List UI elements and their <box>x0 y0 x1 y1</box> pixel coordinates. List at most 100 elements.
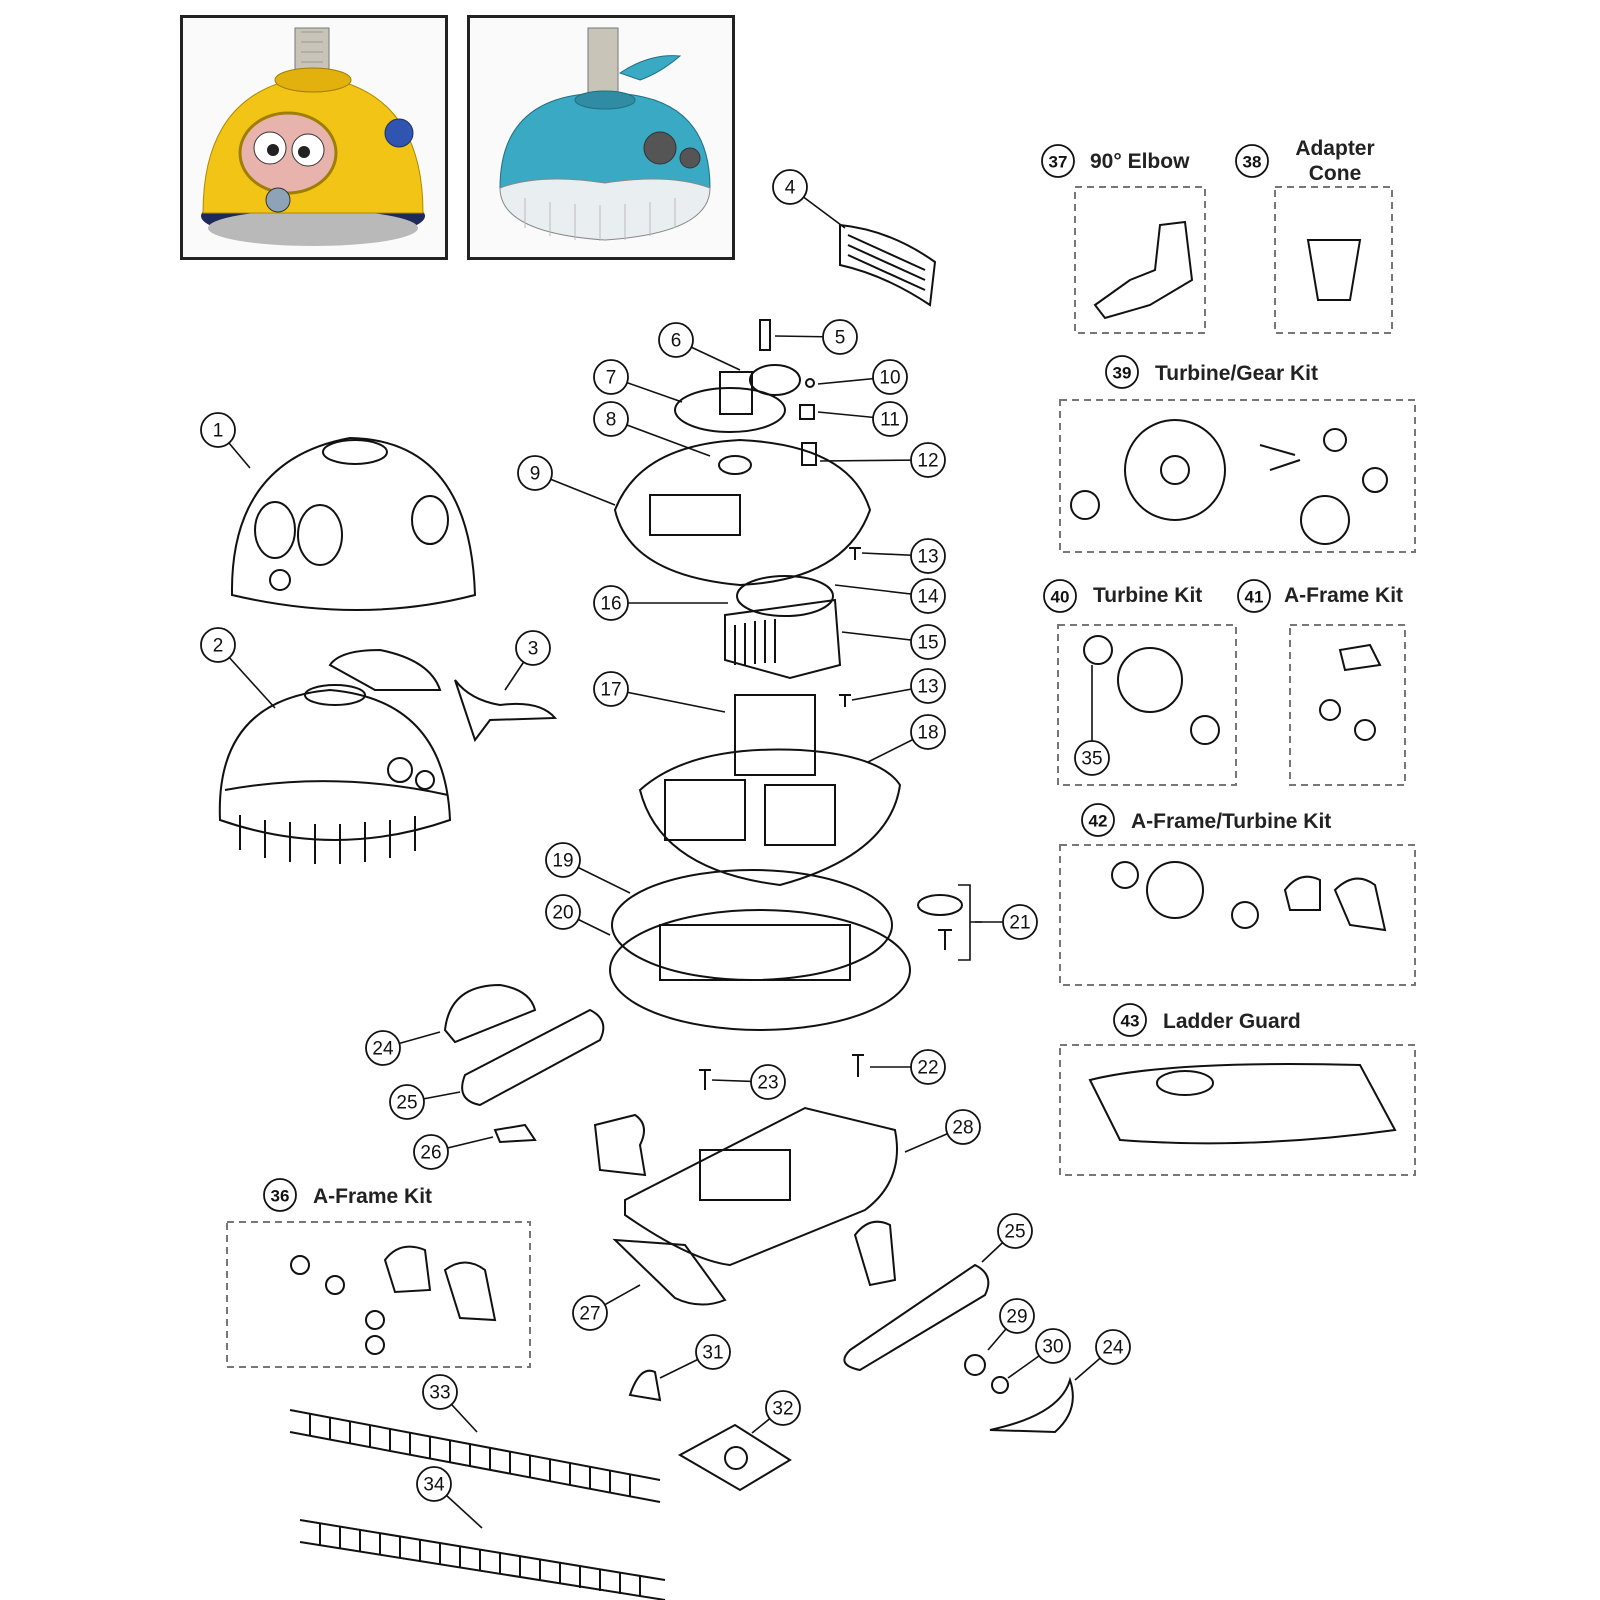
callout-circle <box>695 1334 731 1370</box>
screw-part-22 <box>852 1054 864 1077</box>
float-part-31 <box>628 1369 662 1402</box>
callout-24b: 24 <box>1095 1329 1131 1365</box>
callout-34: 34 <box>416 1466 452 1502</box>
kit-number-circle <box>1113 1003 1147 1037</box>
callout-circle <box>910 442 946 478</box>
wheel-part-21 <box>917 894 963 916</box>
callout-circle <box>750 1064 786 1100</box>
callout-number: 23 <box>757 1073 778 1094</box>
turbine-kit-icon <box>1117 647 1183 713</box>
callout-circle <box>945 1109 981 1145</box>
callout-17: 17 <box>593 671 629 707</box>
kit-number-41: 41 <box>1237 579 1271 613</box>
callout-circle <box>545 894 581 930</box>
callout-number: 32 <box>772 1399 793 1420</box>
callout-5: 5 <box>822 319 858 355</box>
kit-43-title: Ladder Guard <box>1163 1010 1301 1033</box>
callout-28: 28 <box>945 1109 981 1145</box>
callout-14: 14 <box>910 578 946 614</box>
callout-18: 18 <box>910 714 946 750</box>
callout-number: 13 <box>917 547 938 568</box>
callout-32: 32 <box>765 1390 801 1426</box>
aframe-part-right <box>853 1220 897 1287</box>
yellow-cleaner-illustration <box>201 27 425 246</box>
gear-part-7 <box>674 387 786 433</box>
lower-housing-part-18 <box>638 748 902 887</box>
callout-circle <box>765 1390 801 1426</box>
callout-circle <box>416 1466 452 1502</box>
callout-30: 30 <box>1035 1328 1071 1364</box>
housing-part-9 <box>613 438 872 587</box>
callout-circle <box>593 401 629 437</box>
callout-11: 11 <box>872 401 908 437</box>
kit-number-text: 43 <box>1121 1012 1140 1031</box>
leader-line-17 <box>610 688 726 713</box>
callout-circle <box>822 319 858 355</box>
kit-number-circle <box>1081 803 1115 837</box>
callout-number: 11 <box>880 410 900 431</box>
callout-number: 28 <box>952 1118 973 1139</box>
callout-circle <box>872 359 908 395</box>
callout-circle <box>1035 1328 1071 1364</box>
hose-part-34 <box>299 1519 666 1600</box>
callout-circle <box>389 1084 425 1120</box>
callout-number: 12 <box>917 451 938 472</box>
kit-number-text: 42 <box>1089 812 1108 831</box>
kit-number-38: 38 <box>1235 144 1269 178</box>
kit-40-title: Turbine Kit <box>1093 584 1203 607</box>
callout-circle <box>910 714 946 750</box>
nut-part-11 <box>799 404 815 420</box>
callout-circle <box>772 169 808 205</box>
callout-number: 19 <box>552 851 573 872</box>
kit-number-circle <box>1105 355 1139 389</box>
callout-number: 31 <box>702 1343 723 1364</box>
callout-number: 34 <box>423 1475 445 1496</box>
callout-circle <box>200 627 236 663</box>
kit-number-circle <box>1043 579 1077 613</box>
rail-part-25a <box>461 1008 605 1107</box>
callout-number: 29 <box>1006 1307 1027 1328</box>
callout-number: 5 <box>835 328 846 349</box>
callout-number: 13 <box>917 677 938 698</box>
washer-part-29 <box>964 1354 986 1376</box>
callout-circle <box>910 668 946 704</box>
callout-number: 14 <box>917 587 939 608</box>
callout-circle <box>545 842 581 878</box>
callout-23: 23 <box>750 1064 786 1100</box>
nut-part-30 <box>991 1376 1009 1394</box>
cone-icon <box>1306 239 1362 301</box>
kit-39-box <box>1059 399 1416 553</box>
callout-circle <box>515 630 551 666</box>
block-part-17 <box>734 694 816 776</box>
callout-number: 24 <box>372 1039 394 1060</box>
callout-number: 10 <box>879 368 900 389</box>
callout-12: 12 <box>910 442 946 478</box>
grate-part-4 <box>839 223 937 307</box>
turbine-gear-icon <box>1124 419 1226 521</box>
callout-22: 22 <box>910 1049 946 1085</box>
kit-number-circle <box>1235 144 1269 178</box>
kit-number-37: 37 <box>1041 144 1075 178</box>
plate-part-20 <box>609 909 911 1031</box>
kit-38-box <box>1274 186 1393 334</box>
callout-25b: 25 <box>997 1213 1033 1249</box>
callout-number: 21 <box>1009 913 1030 934</box>
callout-number: 2 <box>213 636 224 657</box>
callout-circle <box>422 1374 458 1410</box>
callout-circle <box>1002 904 1038 940</box>
flap-part-27 <box>612 1238 727 1306</box>
callout-35: 35 <box>1074 740 1110 776</box>
wedge-part-24a <box>443 983 537 1044</box>
callout-number: 16 <box>600 594 621 615</box>
ladder-guard-icon <box>1088 1063 1397 1145</box>
kit-number-text: 41 <box>1245 588 1264 607</box>
callout-circle <box>1074 740 1110 776</box>
callout-9: 9 <box>517 455 553 491</box>
kit-43-box <box>1059 1044 1416 1176</box>
shell-part-1 <box>230 436 477 611</box>
callout-circle <box>593 585 629 621</box>
kit-39-title: Turbine/Gear Kit <box>1155 362 1318 385</box>
callout-circle <box>872 401 908 437</box>
